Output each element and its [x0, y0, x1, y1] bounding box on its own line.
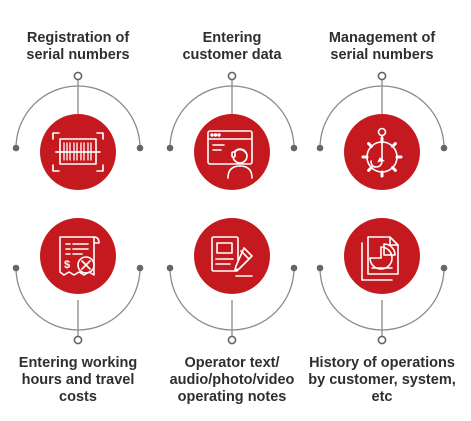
label-registration: Registration of serial numbers [0, 30, 158, 64]
arc-top-2 [169, 85, 295, 149]
end-dot [316, 144, 324, 152]
browser-user-icon [207, 130, 253, 179]
label-line: Registration of [26, 30, 130, 46]
ring-dot [73, 335, 83, 345]
label-line: operating notes [177, 389, 287, 405]
label-line: serial numbers [330, 47, 434, 63]
end-dot [440, 264, 448, 272]
label-line: Management of [328, 30, 436, 46]
end-dot [12, 264, 20, 272]
feature-circles [40, 114, 420, 294]
end-dot [290, 144, 298, 152]
label-line: by customer, system, [308, 372, 456, 388]
end-dot [166, 144, 174, 152]
label-line: hours and travel [21, 372, 135, 388]
ring-dot [227, 335, 237, 345]
label-line: customer data [182, 47, 282, 63]
end-dot [440, 144, 448, 152]
notebook-pen-icon [211, 236, 253, 277]
end-dot [136, 144, 144, 152]
label-management: Management of serial numbers [302, 30, 462, 64]
ring-dot [377, 335, 387, 345]
arc-top-3 [319, 85, 445, 149]
label-line: etc [371, 389, 393, 405]
ring-dot [377, 71, 387, 81]
label-line: audio/photo/video [169, 372, 295, 388]
end-dot [290, 264, 298, 272]
circle-working-hours [40, 218, 116, 294]
ring-dot [227, 71, 237, 81]
end-dot [166, 264, 174, 272]
label-operator-notes: Operator text/ audio/photo/video operati… [152, 355, 312, 406]
connector-lines [15, 76, 445, 340]
label-customer-data: Entering customer data [152, 30, 312, 64]
label-line: serial numbers [26, 47, 130, 63]
label-history: History of operations by customer, syste… [302, 355, 462, 406]
label-line: Entering working [18, 355, 138, 371]
label-working-hours: Entering working hours and travel costs [0, 355, 158, 406]
circle-operator-notes [194, 218, 270, 294]
svg-text:$: $ [64, 259, 70, 271]
label-line: History of operations [309, 355, 455, 371]
gear-hook-icon [361, 127, 403, 178]
label-line: costs [59, 389, 97, 405]
receipt-tools-icon: $ [59, 236, 100, 276]
end-dot [136, 264, 144, 272]
label-line: Operator text/ [184, 355, 280, 371]
arc-top-1 [15, 85, 141, 149]
end-dot [12, 144, 20, 152]
report-chart-icon [361, 236, 399, 281]
ring-dot [73, 71, 83, 81]
label-line: Entering [202, 30, 262, 46]
connector-dots [12, 71, 448, 345]
barcode-scanner-icon [52, 132, 104, 172]
end-dot [316, 264, 324, 272]
